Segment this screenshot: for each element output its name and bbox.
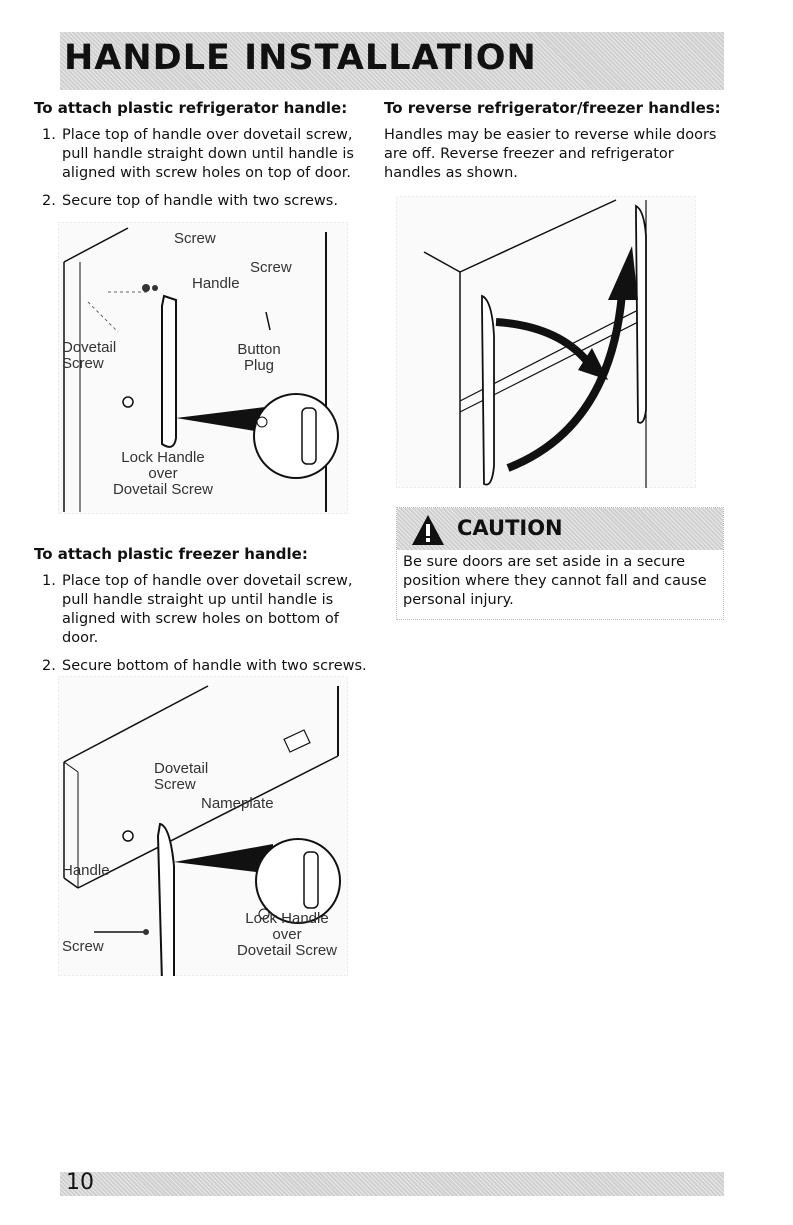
page-number: 10 [66,1170,94,1195]
label-screw: Screw [62,938,104,955]
label-screw-top: Screw [174,230,216,247]
freezer-heading: To attach plastic freezer handle: [34,545,308,563]
freezer-steps: 1.Place top of handle over dovetail scre… [34,572,374,676]
caution-text: Be sure doors are set aside in a secure … [403,554,707,608]
reverse-handles-diagram [396,196,696,488]
label-screw-right: Screw [250,259,292,276]
refrigerator-handle-diagram: Screw Screw Handle Dovetail Screw Button… [58,222,348,514]
label-handle: Handle [62,862,110,879]
reverse-body: Handles may be easier to reverse while d… [384,127,717,181]
label-dovetail-screw: Dovetail Screw [154,760,209,793]
freezer-handle-diagram: Dovetail Screw Nameplate Handle Screw Lo… [58,676,348,976]
refrigerator-heading: To attach plastic refrigerator handle: [34,99,348,117]
caution-title: CAUTION [457,516,563,540]
refrigerator-steps: 1.Place top of handle over dovetail scre… [34,126,374,211]
list-item: 2.Secure top of handle with two screws. [42,193,338,209]
page-footer: 10 [60,1170,724,1196]
reverse-heading: To reverse refrigerator/freezer handles: [384,99,721,117]
caution-header: CAUTION [397,508,723,550]
refrigerator-handle-section: To attach plastic refrigerator handle: 1… [34,99,374,220]
label-nameplate: Nameplate [201,795,274,812]
label-dovetail-screw: Dovetail Screw [62,339,117,372]
warning-icon [411,514,445,550]
list-item: 1.Place top of handle over dovetail scre… [42,127,354,181]
page-title-banner: HANDLE INSTALLATION [60,32,724,90]
list-item: 1.Place top of handle over dovetail scre… [42,573,353,646]
list-item: 2.Secure bottom of handle with two screw… [42,658,367,674]
caution-box: CAUTION Be sure doors are set aside in a… [396,507,724,620]
label-handle: Handle [192,275,240,292]
freezer-handle-section: To attach plastic freezer handle: 1.Plac… [34,545,374,685]
label-lock-handle-2: Lock Handle over Dovetail Screw [236,910,338,959]
label-button-plug: Button Plug [237,341,281,374]
label-lock-handle-1: Lock Handle over Dovetail Screw [112,449,214,498]
reverse-handles-section: To reverse refrigerator/freezer handles:… [384,99,724,183]
page-title: HANDLE INSTALLATION [64,38,537,78]
